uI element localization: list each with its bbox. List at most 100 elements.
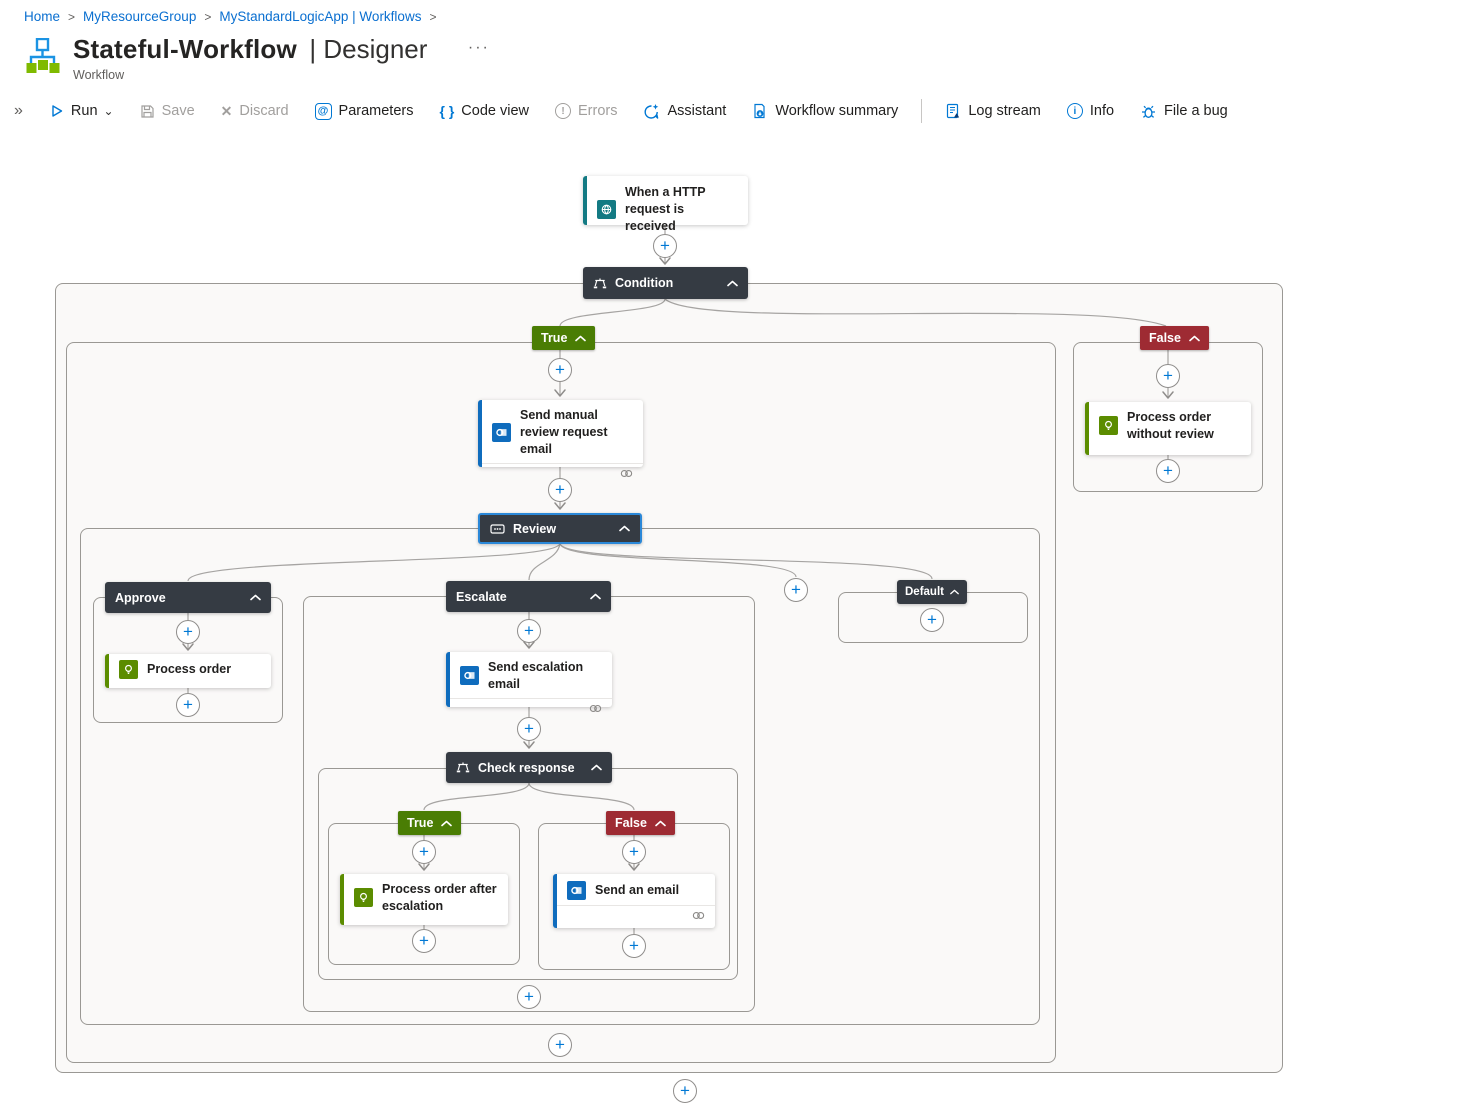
condition-icon xyxy=(593,278,607,288)
false-branch-badge[interactable]: False xyxy=(1140,326,1209,350)
plus-icon: + xyxy=(1163,365,1173,385)
inner-true-badge[interactable]: True xyxy=(398,811,462,835)
plus-icon: + xyxy=(660,235,670,255)
add-step-button[interactable]: + xyxy=(622,934,646,958)
send-escalation-email-card[interactable]: Send escalation email xyxy=(446,652,612,712)
chevron-up-icon xyxy=(591,764,602,771)
chevron-down-icon: ⌄ xyxy=(103,104,114,118)
chevron-up-icon xyxy=(1189,335,1200,341)
chevron-up-icon xyxy=(619,525,630,532)
add-step-button[interactable]: + xyxy=(1156,364,1180,388)
parameters-icon: @ xyxy=(314,102,332,120)
add-step-button[interactable]: + xyxy=(1156,459,1180,483)
log-stream-icon xyxy=(947,103,960,119)
add-step-button[interactable]: + xyxy=(653,234,677,258)
code-view-button[interactable]: { } Code view xyxy=(439,103,529,119)
send-manual-review-card[interactable]: Send manual review request email xyxy=(478,400,643,477)
discard-button[interactable]: ✕ Discard xyxy=(220,102,289,120)
review-label: Review xyxy=(513,521,557,536)
more-actions-icon[interactable]: ··· xyxy=(467,39,490,56)
plus-icon: + xyxy=(524,718,534,738)
action-label: Send an email xyxy=(595,883,680,898)
plus-icon: + xyxy=(629,841,639,861)
plus-icon: + xyxy=(419,930,429,950)
parameters-button[interactable]: @ Parameters xyxy=(302,93,427,129)
connection-icon xyxy=(692,911,705,920)
save-icon xyxy=(140,104,154,118)
condition-node[interactable]: Condition xyxy=(583,267,748,299)
workflow-summary-button[interactable]: Workflow summary xyxy=(739,93,911,129)
escalate-case-node[interactable]: Escalate xyxy=(446,581,611,612)
trigger-card[interactable]: When a HTTP request is received xyxy=(583,176,748,233)
add-step-button[interactable]: + xyxy=(176,620,200,644)
save-button[interactable]: Save xyxy=(127,93,208,129)
inline-code-icon xyxy=(119,660,138,679)
resource-type-label: Workflow xyxy=(73,68,125,82)
approve-label: Approve xyxy=(115,590,166,605)
add-step-button[interactable]: + xyxy=(176,693,200,717)
plus-icon: + xyxy=(555,479,565,499)
add-step-button[interactable]: + xyxy=(548,1033,572,1057)
chevron-up-icon xyxy=(250,594,261,601)
inline-code-icon xyxy=(1099,416,1118,436)
outlook-icon xyxy=(567,881,586,900)
check-response-node[interactable]: Check response xyxy=(446,752,612,783)
workflow-name: Stateful-Workflow xyxy=(73,34,297,64)
approve-case-node[interactable]: Approve xyxy=(105,582,271,613)
process-order-card[interactable]: Process order xyxy=(105,654,271,688)
plus-icon: + xyxy=(629,935,639,955)
connection-icon xyxy=(620,469,633,477)
page-title: Stateful-Workflow | Designer ··· xyxy=(73,34,490,65)
workflow-icon xyxy=(26,38,60,73)
action-label: Process order without review xyxy=(1127,410,1214,441)
add-case-button[interactable]: + xyxy=(784,578,808,602)
action-label: Process order xyxy=(147,662,232,677)
add-step-button[interactable]: + xyxy=(517,619,541,643)
view-name: | Designer xyxy=(309,34,428,64)
add-step-button[interactable]: + xyxy=(673,1079,697,1103)
add-step-button[interactable]: + xyxy=(517,717,541,741)
inner-false-badge[interactable]: False xyxy=(606,811,675,835)
default-case-node[interactable]: Default xyxy=(897,580,967,604)
process-order-without-review-card[interactable]: Process order without review xyxy=(1085,402,1251,455)
add-step-button[interactable]: + xyxy=(548,358,572,382)
chevron-up-icon xyxy=(575,335,587,341)
http-request-icon xyxy=(597,199,616,219)
plus-icon: + xyxy=(791,579,801,599)
action-label: Process order after escalation xyxy=(382,882,497,913)
outlook-icon xyxy=(460,666,479,686)
chevron-up-icon xyxy=(950,589,959,595)
review-switch-node[interactable]: Review xyxy=(478,513,642,544)
add-step-button[interactable]: + xyxy=(517,985,541,1009)
chevron-up-icon xyxy=(655,820,666,826)
document-download-icon xyxy=(754,103,765,119)
breadcrumb-logic-app[interactable]: MyStandardLogicApp | Workflows xyxy=(219,9,422,24)
true-branch-badge[interactable]: True xyxy=(532,326,596,350)
collapse-sidebar-icon[interactable]: » xyxy=(14,102,23,119)
log-stream-button[interactable]: Log stream xyxy=(932,93,1054,129)
send-an-email-card[interactable]: Send an email xyxy=(553,874,715,928)
switch-icon xyxy=(490,523,505,534)
assistant-button[interactable]: Assistant xyxy=(630,93,739,129)
true-label: True xyxy=(541,331,568,345)
action-label: Send manual review request email xyxy=(520,408,608,456)
breadcrumb: Home > MyResourceGroup > MyStandardLogic… xyxy=(0,0,1464,24)
plus-icon: + xyxy=(555,1034,565,1054)
add-step-button[interactable]: + xyxy=(622,840,646,864)
add-step-button[interactable]: + xyxy=(548,478,572,502)
run-button[interactable]: Run ⌄ xyxy=(37,93,127,129)
breadcrumb-resource-group[interactable]: MyResourceGroup xyxy=(83,9,197,24)
add-step-button[interactable]: + xyxy=(412,929,436,953)
check-response-label: Check response xyxy=(478,760,575,775)
file-a-bug-button[interactable]: File a bug xyxy=(1127,93,1241,129)
errors-button[interactable]: ! Errors xyxy=(542,93,630,129)
info-button[interactable]: i Info xyxy=(1054,93,1127,129)
breadcrumb-separator: > xyxy=(429,9,437,24)
process-order-after-escalation-card[interactable]: Process order after escalation xyxy=(340,874,508,925)
condition-label: Condition xyxy=(615,276,674,290)
action-label: Send escalation email xyxy=(488,660,584,691)
breadcrumb-home[interactable]: Home xyxy=(24,9,61,24)
add-step-button[interactable]: + xyxy=(920,608,944,632)
add-step-button[interactable]: + xyxy=(412,840,436,864)
